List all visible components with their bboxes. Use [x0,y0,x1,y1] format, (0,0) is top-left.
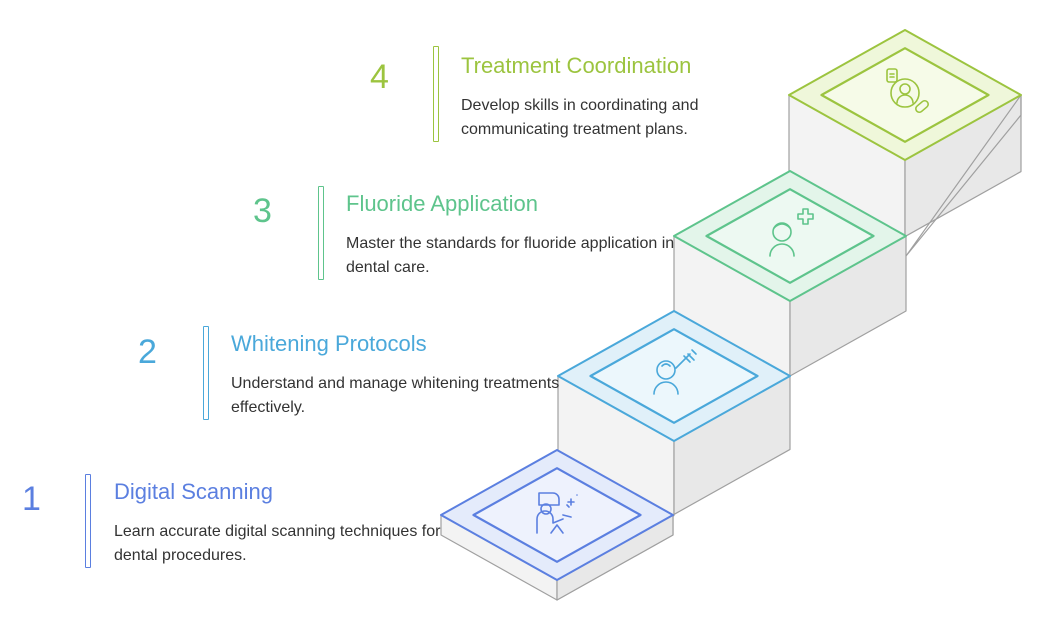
step-3-description: Master the standards for fluoride applic… [346,235,675,276]
staircase-step-tops [440,29,1022,581]
step-1-number: 1 [22,480,41,518]
patient-injection-icon [653,349,697,395]
step-4-description: Develop skills in coordinating and commu… [461,97,699,138]
step-2-bar [203,326,209,420]
patient-medical-cross-icon [769,208,814,257]
step-1-title: Digital Scanning [114,479,273,504]
treatment-plan-coordinator-icon [886,68,929,114]
step-3-title: Fluoride Application [346,191,539,216]
step-3-bar [318,186,324,280]
step-4-bar [433,46,439,142]
step-2-number: 2 [138,333,157,371]
step-1-description: Learn accurate digital scanning techniqu… [114,523,441,564]
step-2-description: Understand and manage whitening treatmen… [231,375,560,416]
dentist-scanning-icon [536,492,578,534]
step-2-title: Whitening Protocols [231,331,427,356]
step-4-title: Treatment Coordination [461,53,692,78]
step-3-number: 3 [253,192,272,230]
step-1-inner-face [472,467,642,563]
step-1-bar [85,474,91,568]
stair-outline [905,94,1022,257]
step-2-inner-face [589,328,759,424]
step-4-number: 4 [370,58,389,96]
